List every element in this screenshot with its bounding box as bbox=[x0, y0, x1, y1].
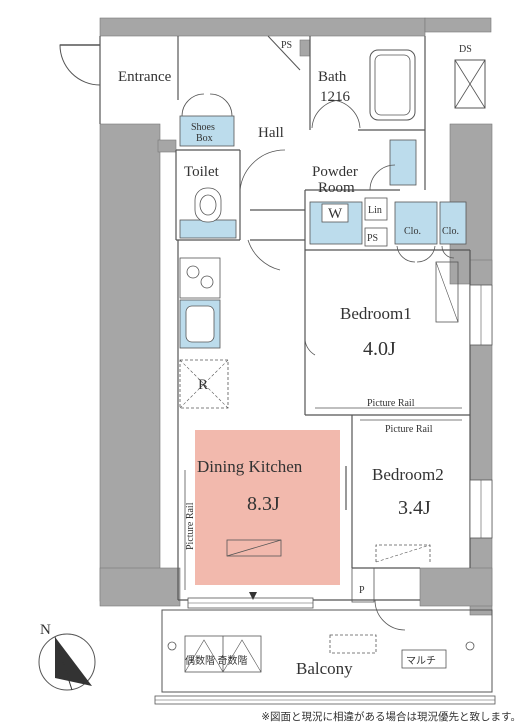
shoes-box-label-2: Box bbox=[196, 133, 213, 144]
bedroom1-size: 4.0J bbox=[363, 338, 396, 360]
bath-size: 1216 bbox=[320, 89, 351, 105]
bath-label: Bath bbox=[318, 69, 347, 85]
bedroom2-size: 3.4J bbox=[398, 497, 431, 519]
disclaimer: ※図面と現況に相違がある場合は現況優先と致します。 bbox=[261, 711, 521, 723]
powder-room bbox=[309, 139, 417, 247]
closets bbox=[394, 201, 467, 263]
duct-space: DS bbox=[454, 44, 486, 109]
shoes-box-label-1: Shoes bbox=[191, 122, 215, 133]
balcony bbox=[154, 609, 496, 705]
multi-label: マルチ bbox=[406, 655, 436, 667]
toilet-label: Toilet bbox=[184, 164, 220, 180]
bedroom1 bbox=[304, 261, 493, 356]
linen-label: Lin bbox=[368, 205, 382, 216]
compass bbox=[38, 633, 96, 691]
p-box bbox=[351, 567, 375, 603]
dining-kitchen bbox=[195, 430, 347, 585]
hall-label: Hall bbox=[258, 125, 284, 141]
fridge-label: R bbox=[198, 377, 208, 393]
ps-mid-label: PS bbox=[367, 233, 378, 244]
shoes-box bbox=[179, 93, 235, 147]
picture-rail-label-3: Picture Rail bbox=[185, 502, 196, 550]
bedroom1-label: Bedroom1 bbox=[340, 304, 412, 323]
bedroom2-label: Bedroom2 bbox=[372, 465, 444, 484]
bath bbox=[311, 49, 416, 129]
balcony-door[interactable] bbox=[374, 599, 406, 631]
closet-label-1: Clo. bbox=[404, 226, 421, 237]
washer-label: W bbox=[328, 206, 343, 222]
kitchen-fixtures bbox=[179, 257, 229, 409]
pipe-space-top: PS bbox=[267, 35, 301, 71]
bedroom2 bbox=[375, 479, 493, 563]
dining-kitchen-size: 8.3J bbox=[247, 493, 280, 515]
balcony-label: Balcony bbox=[296, 659, 353, 678]
ds-label: DS bbox=[459, 44, 472, 55]
p-label: P bbox=[359, 585, 365, 596]
entrance-door[interactable] bbox=[59, 44, 101, 86]
picture-rail-label-2: Picture Rail bbox=[385, 424, 433, 435]
powder-room-label-2: Room bbox=[318, 180, 355, 196]
toilet bbox=[179, 149, 286, 271]
closet-label-2: Clo. bbox=[442, 226, 459, 237]
north-arrow-icon bbox=[55, 637, 92, 686]
entrance-label: Entrance bbox=[118, 69, 172, 85]
balcony-window bbox=[187, 592, 314, 609]
compass-label: N bbox=[40, 622, 51, 638]
dining-kitchen-label: Dining Kitchen bbox=[197, 457, 303, 476]
picture-rail-label-1: Picture Rail bbox=[367, 398, 415, 409]
powder-room-label-1: Powder bbox=[312, 164, 358, 180]
ps-top-label: PS bbox=[281, 40, 292, 51]
escape-ladder-label: 偶数階 奇数階 bbox=[185, 654, 248, 667]
